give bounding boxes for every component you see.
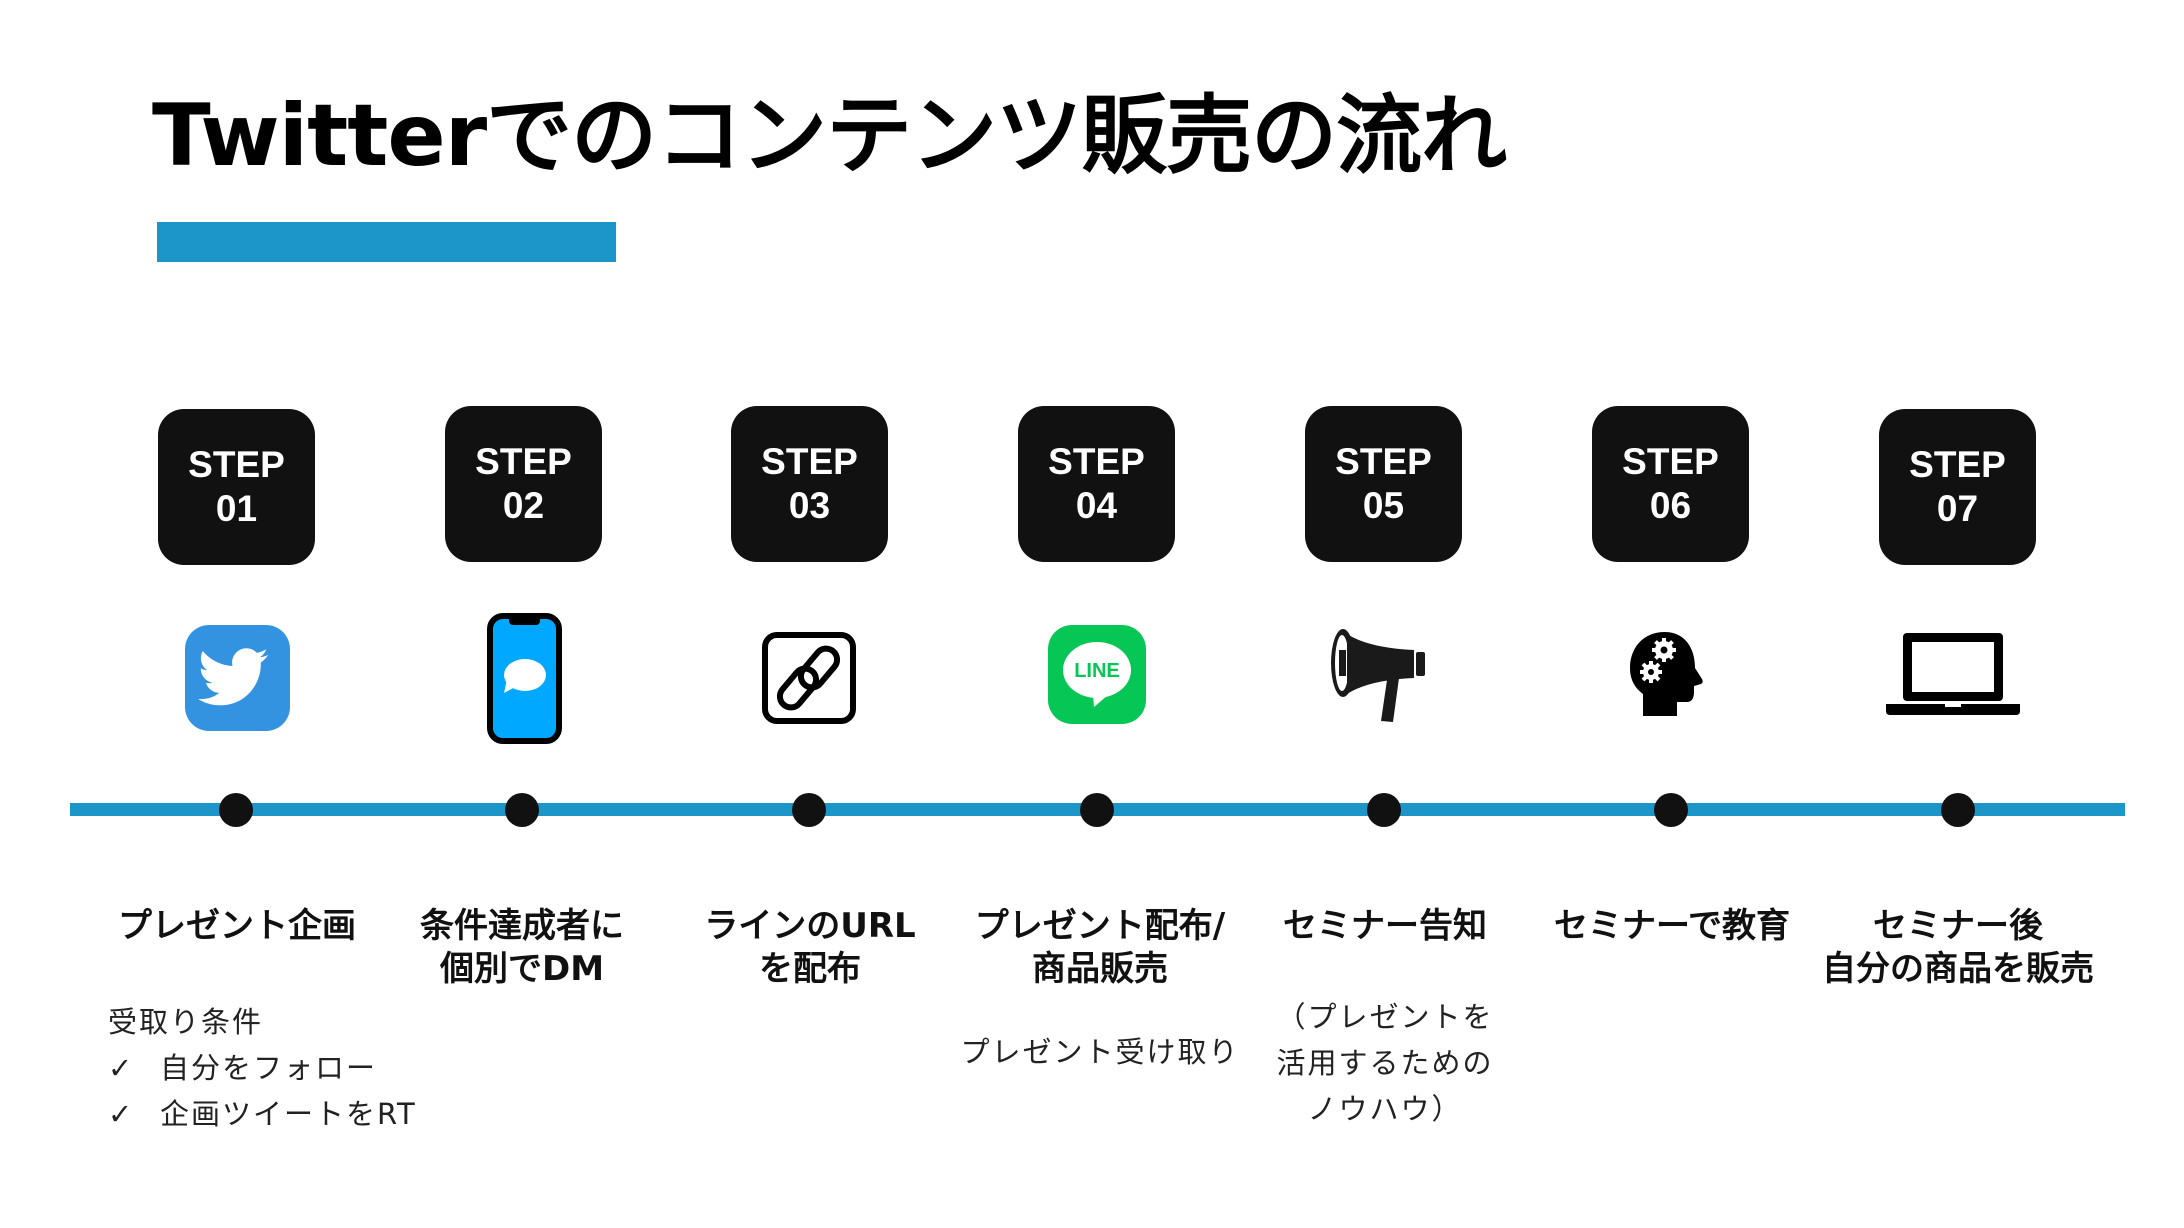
step-number: 03: [788, 485, 831, 526]
step-label-line: セミナー後: [1873, 906, 2043, 946]
step-box-06: STEP 06: [1592, 406, 1749, 562]
page-title: Twitterでのコンテンツ販売の流れ: [152, 86, 1507, 186]
step-label-06: セミナーで教育: [1522, 905, 1822, 948]
step-number: 04: [1075, 485, 1118, 526]
step-label-07: セミナー後 自分の商品を販売: [1808, 905, 2108, 991]
condition-item: ✓ 企画ツイートをRT: [108, 1091, 417, 1137]
note-line: プレゼント受け取り: [960, 1035, 1240, 1069]
line-app-icon: LINE: [1048, 625, 1146, 724]
step-05-note: （プレゼントを 活用するための ノウハウ）: [1235, 994, 1535, 1132]
step-box-05: STEP 05: [1305, 406, 1462, 562]
step-word: STEP: [1335, 441, 1432, 482]
link-icon: [762, 632, 856, 724]
step-word: STEP: [1048, 441, 1145, 482]
timeline-dot-05: [1367, 793, 1401, 827]
timeline-dot-07: [1941, 793, 1975, 827]
step-label-02: 条件達成者に 個別でDM: [372, 905, 672, 991]
timeline-dot-04: [1080, 793, 1114, 827]
step-label-04: プレゼント配布/ 商品販売: [950, 905, 1250, 991]
step-box-04: STEP 04: [1018, 406, 1175, 562]
step-box-03: STEP 03: [731, 406, 888, 562]
note-line: （プレゼントを: [1276, 1000, 1494, 1034]
step-label-line: ラインのURL: [704, 906, 916, 946]
step-number: 05: [1362, 485, 1405, 526]
condition-text: 企画ツイートをRT: [160, 1097, 417, 1131]
step-04-note: プレゼント受け取り: [950, 1029, 1250, 1075]
step-box-01: STEP 01: [158, 409, 315, 565]
megaphone-icon: [1331, 629, 1425, 722]
step-label-line: プレゼント配布/: [974, 906, 1226, 946]
timeline-dot-02: [505, 793, 539, 827]
head-gears-icon: [1630, 632, 1703, 716]
step-number: 06: [1649, 485, 1692, 526]
step-label-line: 自分の商品を販売: [1822, 949, 2094, 989]
note-line: ノウハウ）: [1307, 1092, 1463, 1126]
step-word: STEP: [188, 444, 285, 485]
note-line: 活用するための: [1276, 1046, 1494, 1080]
step-label-03: ラインのURL を配布: [660, 905, 960, 991]
step-label-line: セミナーで教育: [1554, 906, 1790, 946]
line-icon-text: LINE: [1074, 660, 1120, 682]
step-01-conditions: 受取り条件 ✓ 自分をフォロー ✓ 企画ツイートをRT: [108, 999, 417, 1137]
condition-text: 自分をフォロー: [160, 1051, 378, 1085]
condition-item: ✓ 自分をフォロー: [108, 1045, 417, 1091]
step-label-line: セミナー告知: [1283, 906, 1487, 946]
step-number: 01: [215, 488, 258, 529]
check-icon: ✓: [108, 1097, 135, 1131]
timeline-dot-03: [792, 793, 826, 827]
laptop-icon: [1886, 633, 2020, 715]
timeline-dot-01: [219, 793, 253, 827]
title-underline-bar: [157, 222, 616, 262]
timeline-dot-06: [1654, 793, 1688, 827]
conditions-heading: 受取り条件: [108, 1005, 264, 1039]
step-label-line: を配布: [759, 949, 861, 989]
check-icon: ✓: [108, 1051, 135, 1085]
step-word: STEP: [1622, 441, 1719, 482]
step-label-line: 個別でDM: [439, 949, 605, 989]
step-box-07: STEP 07: [1879, 409, 2036, 565]
step-word: STEP: [761, 441, 858, 482]
step-word: STEP: [475, 441, 572, 482]
step-box-02: STEP 02: [445, 406, 602, 562]
step-word: STEP: [1909, 444, 2006, 485]
twitter-icon: [185, 625, 290, 731]
step-label-line: 商品販売: [1032, 949, 1168, 989]
step-label-05: セミナー告知: [1235, 905, 1535, 948]
smartphone-message-icon: [487, 613, 562, 744]
step-label-01: プレゼント企画: [87, 905, 387, 948]
step-label-line: プレゼント企画: [118, 906, 356, 946]
step-number: 02: [502, 485, 545, 526]
step-label-line: 条件達成者に: [420, 906, 624, 946]
step-number: 07: [1936, 488, 1979, 529]
